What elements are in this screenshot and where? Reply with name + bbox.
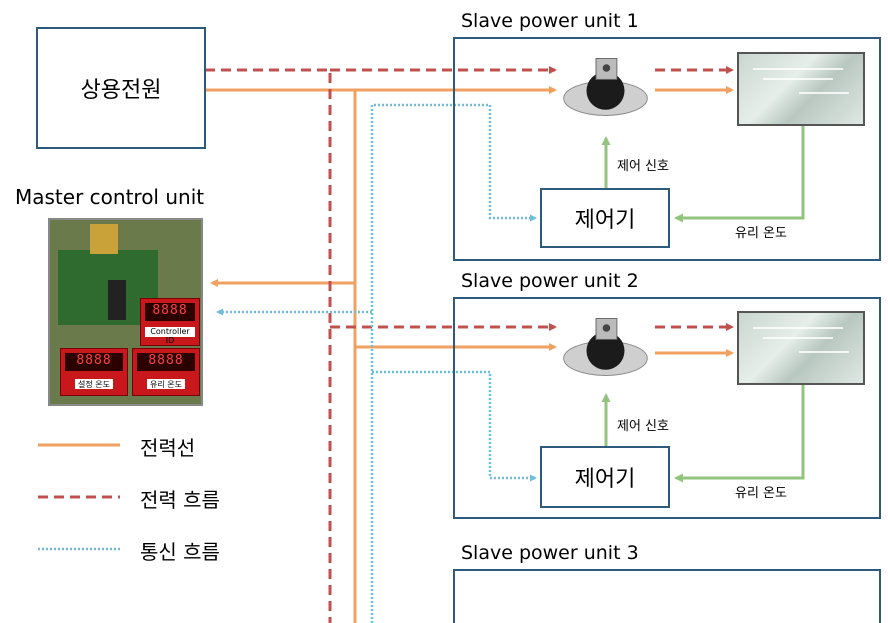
unit1-signal-label: 제어 신호 [617, 159, 669, 174]
legend-label-power: 전력선 [140, 436, 196, 460]
unit2-controller-box: 제어기 [540, 446, 670, 508]
legend-label-comm: 통신 흐름 [140, 540, 220, 564]
unit3-title: Slave power unit 3 [461, 542, 639, 564]
seg-digits-right: 8888 [137, 353, 195, 371]
unit2-glass-temp-label: 유리 온도 [735, 486, 787, 501]
glass-panel-photo [737, 52, 865, 126]
legend-label-flow: 전력 흐름 [140, 488, 220, 512]
power-source-box: 상용전원 [36, 27, 206, 149]
glass-temp-sticker: 유리 온도 [147, 379, 185, 389]
thyristor-icon [563, 58, 648, 116]
slave-unit-3 [453, 569, 881, 623]
setpoint-sticker: 설정 온도 [75, 379, 113, 389]
legend-lines [38, 443, 120, 551]
unit1-title: Slave power unit 1 [461, 10, 639, 32]
unit2-title: Slave power unit 2 [461, 270, 639, 292]
unit1-controller-box: 제어기 [540, 188, 670, 248]
seg-display-top: 8888 Controller ID [140, 298, 200, 346]
slave-unit-2 [453, 297, 881, 519]
control-lines [601, 126, 805, 483]
thyristor-icon [563, 318, 648, 376]
master-control-board-photo: 8888 Controller ID 8888 설정 온도 8888 유리 온도 [48, 218, 203, 406]
communication-lines [216, 103, 537, 623]
seg-display-right: 8888 유리 온도 [132, 348, 200, 396]
unit2-controller-label: 제어기 [574, 467, 636, 492]
unit2-signal-label: 제어 신호 [617, 419, 669, 434]
power-source-label: 상용전원 [80, 78, 162, 103]
unit1-glass-temp-label: 유리 온도 [735, 226, 787, 241]
seg-digits-left: 8888 [65, 353, 123, 371]
slave-unit-1 [453, 37, 881, 261]
chip [108, 280, 126, 320]
transformer [90, 224, 118, 254]
controller-id-label: Controller ID [145, 327, 195, 345]
power-flow-lines [205, 66, 734, 623]
glass-panel-photo [737, 311, 865, 385]
master-title: Master control unit [15, 185, 205, 209]
seg-digits-top: 8888 [145, 303, 195, 321]
unit1-controller-label: 제어기 [574, 208, 636, 233]
seg-display-left: 8888 설정 온도 [60, 348, 128, 396]
